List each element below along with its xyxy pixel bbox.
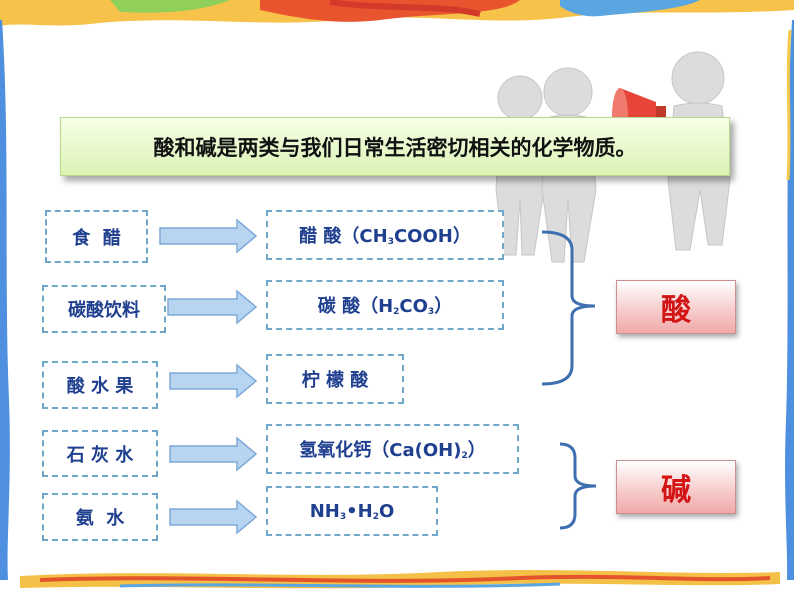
target-box-citric-acid: 柠 檬 酸	[266, 354, 404, 404]
arrow-right-icon	[169, 499, 258, 535]
acid-bracket	[541, 230, 596, 386]
source-label: 氨 水	[75, 508, 125, 529]
target-formula: 柠 檬 酸	[301, 370, 369, 391]
target-formula: 醋 酸（CH3COOH）	[299, 226, 471, 247]
decorative-bottom-stroke	[20, 570, 780, 589]
target-formula: NH3•H2O	[309, 500, 395, 522]
source-box-vinegar: 食 醋	[45, 210, 148, 263]
base-category-box: 碱	[616, 460, 736, 514]
source-box-soda: 碳酸饮料	[42, 285, 166, 333]
arrow-right-icon	[167, 289, 258, 325]
target-formula: 氢氧化钙（Ca(OH)2）	[299, 440, 486, 461]
target-box-calcium-hydroxide: 氢氧化钙（Ca(OH)2）	[266, 424, 519, 474]
target-box-acetic-acid: 醋 酸（CH3COOH）	[266, 210, 504, 260]
source-box-lime-water: 石 灰 水	[42, 430, 158, 477]
decorative-top-stroke	[0, 0, 794, 26]
source-label: 石 灰 水	[66, 444, 134, 466]
decorative-left-stroke	[0, 20, 10, 580]
arrow-right-icon	[159, 218, 258, 254]
target-box-carbonic-acid: 碳 酸（H2CO3）	[266, 280, 504, 330]
source-label: 酸 水 果	[66, 376, 134, 397]
arrow-right-icon	[169, 363, 258, 399]
source-label: 食 醋	[72, 227, 121, 249]
decorative-right-stroke	[785, 20, 794, 580]
target-box-ammonia-hydrate: NH3•H2O	[266, 486, 438, 536]
acid-category-box: 酸	[616, 280, 736, 334]
source-box-ammonia-water: 氨 水	[42, 493, 158, 541]
source-label: 碳酸饮料	[68, 300, 140, 321]
target-formula: 碳 酸（H2CO3）	[317, 296, 453, 317]
source-box-sour-fruit: 酸 水 果	[42, 361, 158, 409]
base-bracket	[559, 442, 597, 530]
title-banner: 酸和碱是两类与我们日常生活密切相关的化学物质。	[60, 117, 730, 176]
arrow-right-icon	[169, 436, 258, 472]
